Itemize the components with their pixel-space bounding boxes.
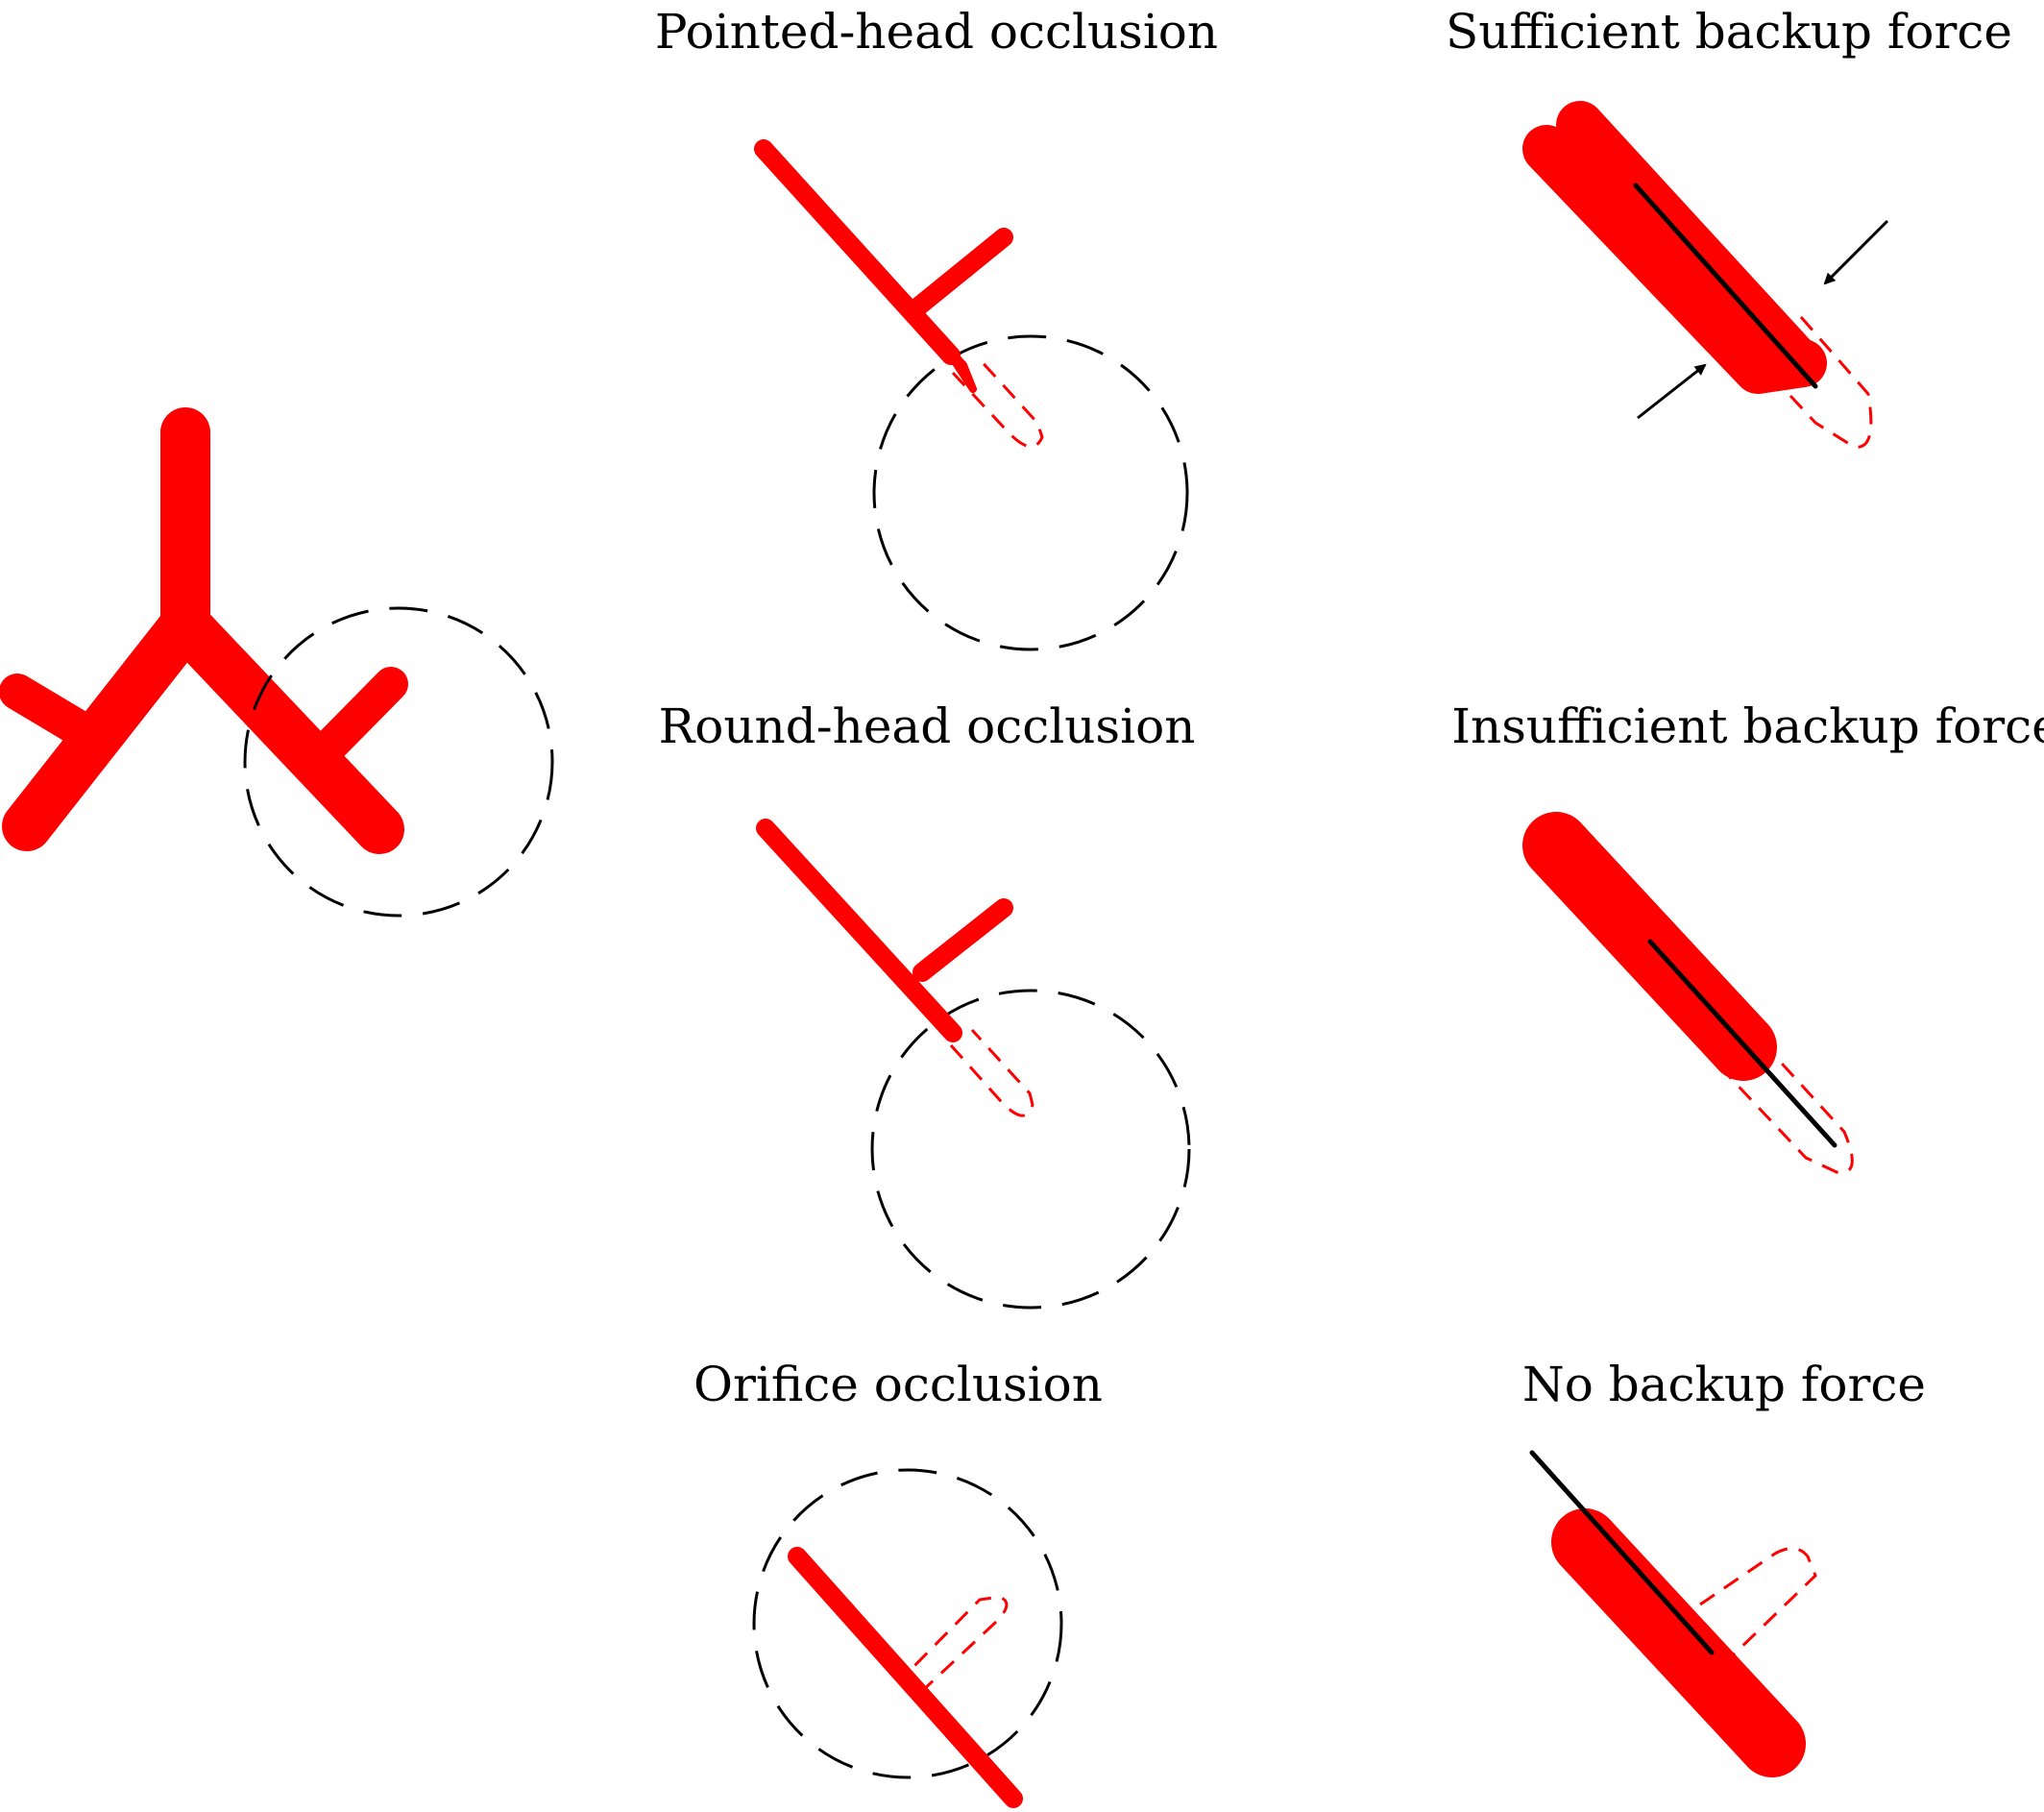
occlusion-highlight-circle	[243, 606, 554, 918]
vessel-round	[756, 819, 962, 1042]
occluded-segment-sufficient	[1751, 316, 1873, 449]
pointed-head-tip	[937, 337, 977, 393]
vessel-tree	[0, 407, 554, 918]
side-branch-round	[912, 898, 1013, 982]
label-round-head-occlusion: Round-head occlusion	[659, 698, 1196, 754]
occluded-segment-pointed	[951, 355, 1044, 449]
occluded-segment-no-backup	[1699, 1547, 1817, 1656]
round-head-occlusion-panel	[756, 819, 1191, 1310]
zoom-circle-pointed	[872, 334, 1189, 651]
orifice-occlusion-panel	[752, 1468, 1063, 1808]
label-pointed-head-occlusion: Pointed-head occlusion	[655, 4, 1218, 60]
vessel-left-side-branch	[0, 673, 100, 748]
occluded-segment-round	[949, 1028, 1034, 1117]
catheter-sufficient	[1522, 101, 1827, 394]
guidewire-sufficient	[1633, 183, 1818, 389]
label-no-backup-force: No backup force	[1522, 1357, 1926, 1412]
vessel-orifice	[788, 1547, 1023, 1808]
side-branch-pointed	[908, 228, 1013, 317]
guidewire-no-backup	[1529, 1450, 1715, 1655]
vessel-right-branch	[160, 600, 404, 854]
catheter-insufficient	[1522, 812, 1777, 1081]
vessel-right-side-branch	[309, 667, 408, 767]
guidewire-insufficient	[1647, 939, 1837, 1148]
vessel-left-branch	[2, 600, 210, 851]
label-orifice-occlusion: Orifice occlusion	[694, 1357, 1103, 1412]
sufficient-backup-force-panel	[1522, 101, 1889, 449]
zoom-circle-orifice	[752, 1468, 1063, 1779]
pointed-head-occlusion-panel	[754, 139, 1189, 651]
occluded-segment-orifice	[907, 1595, 1009, 1695]
catheter-no-backup	[1551, 1508, 1806, 1777]
occluded-segment-insufficient	[1725, 1041, 1854, 1174]
label-insufficient-backup-force: Insufficient backup force	[1451, 698, 2044, 754]
insufficient-backup-force-panel	[1522, 812, 1854, 1174]
force-arrow-lower	[1637, 363, 1707, 420]
no-backup-force-panel	[1529, 1450, 1817, 1777]
force-arrow-upper	[1823, 219, 1889, 285]
zoom-circle-round	[870, 989, 1191, 1310]
vessel-pointed	[754, 139, 961, 365]
label-sufficient-backup-force: Sufficient backup force	[1446, 4, 2012, 60]
